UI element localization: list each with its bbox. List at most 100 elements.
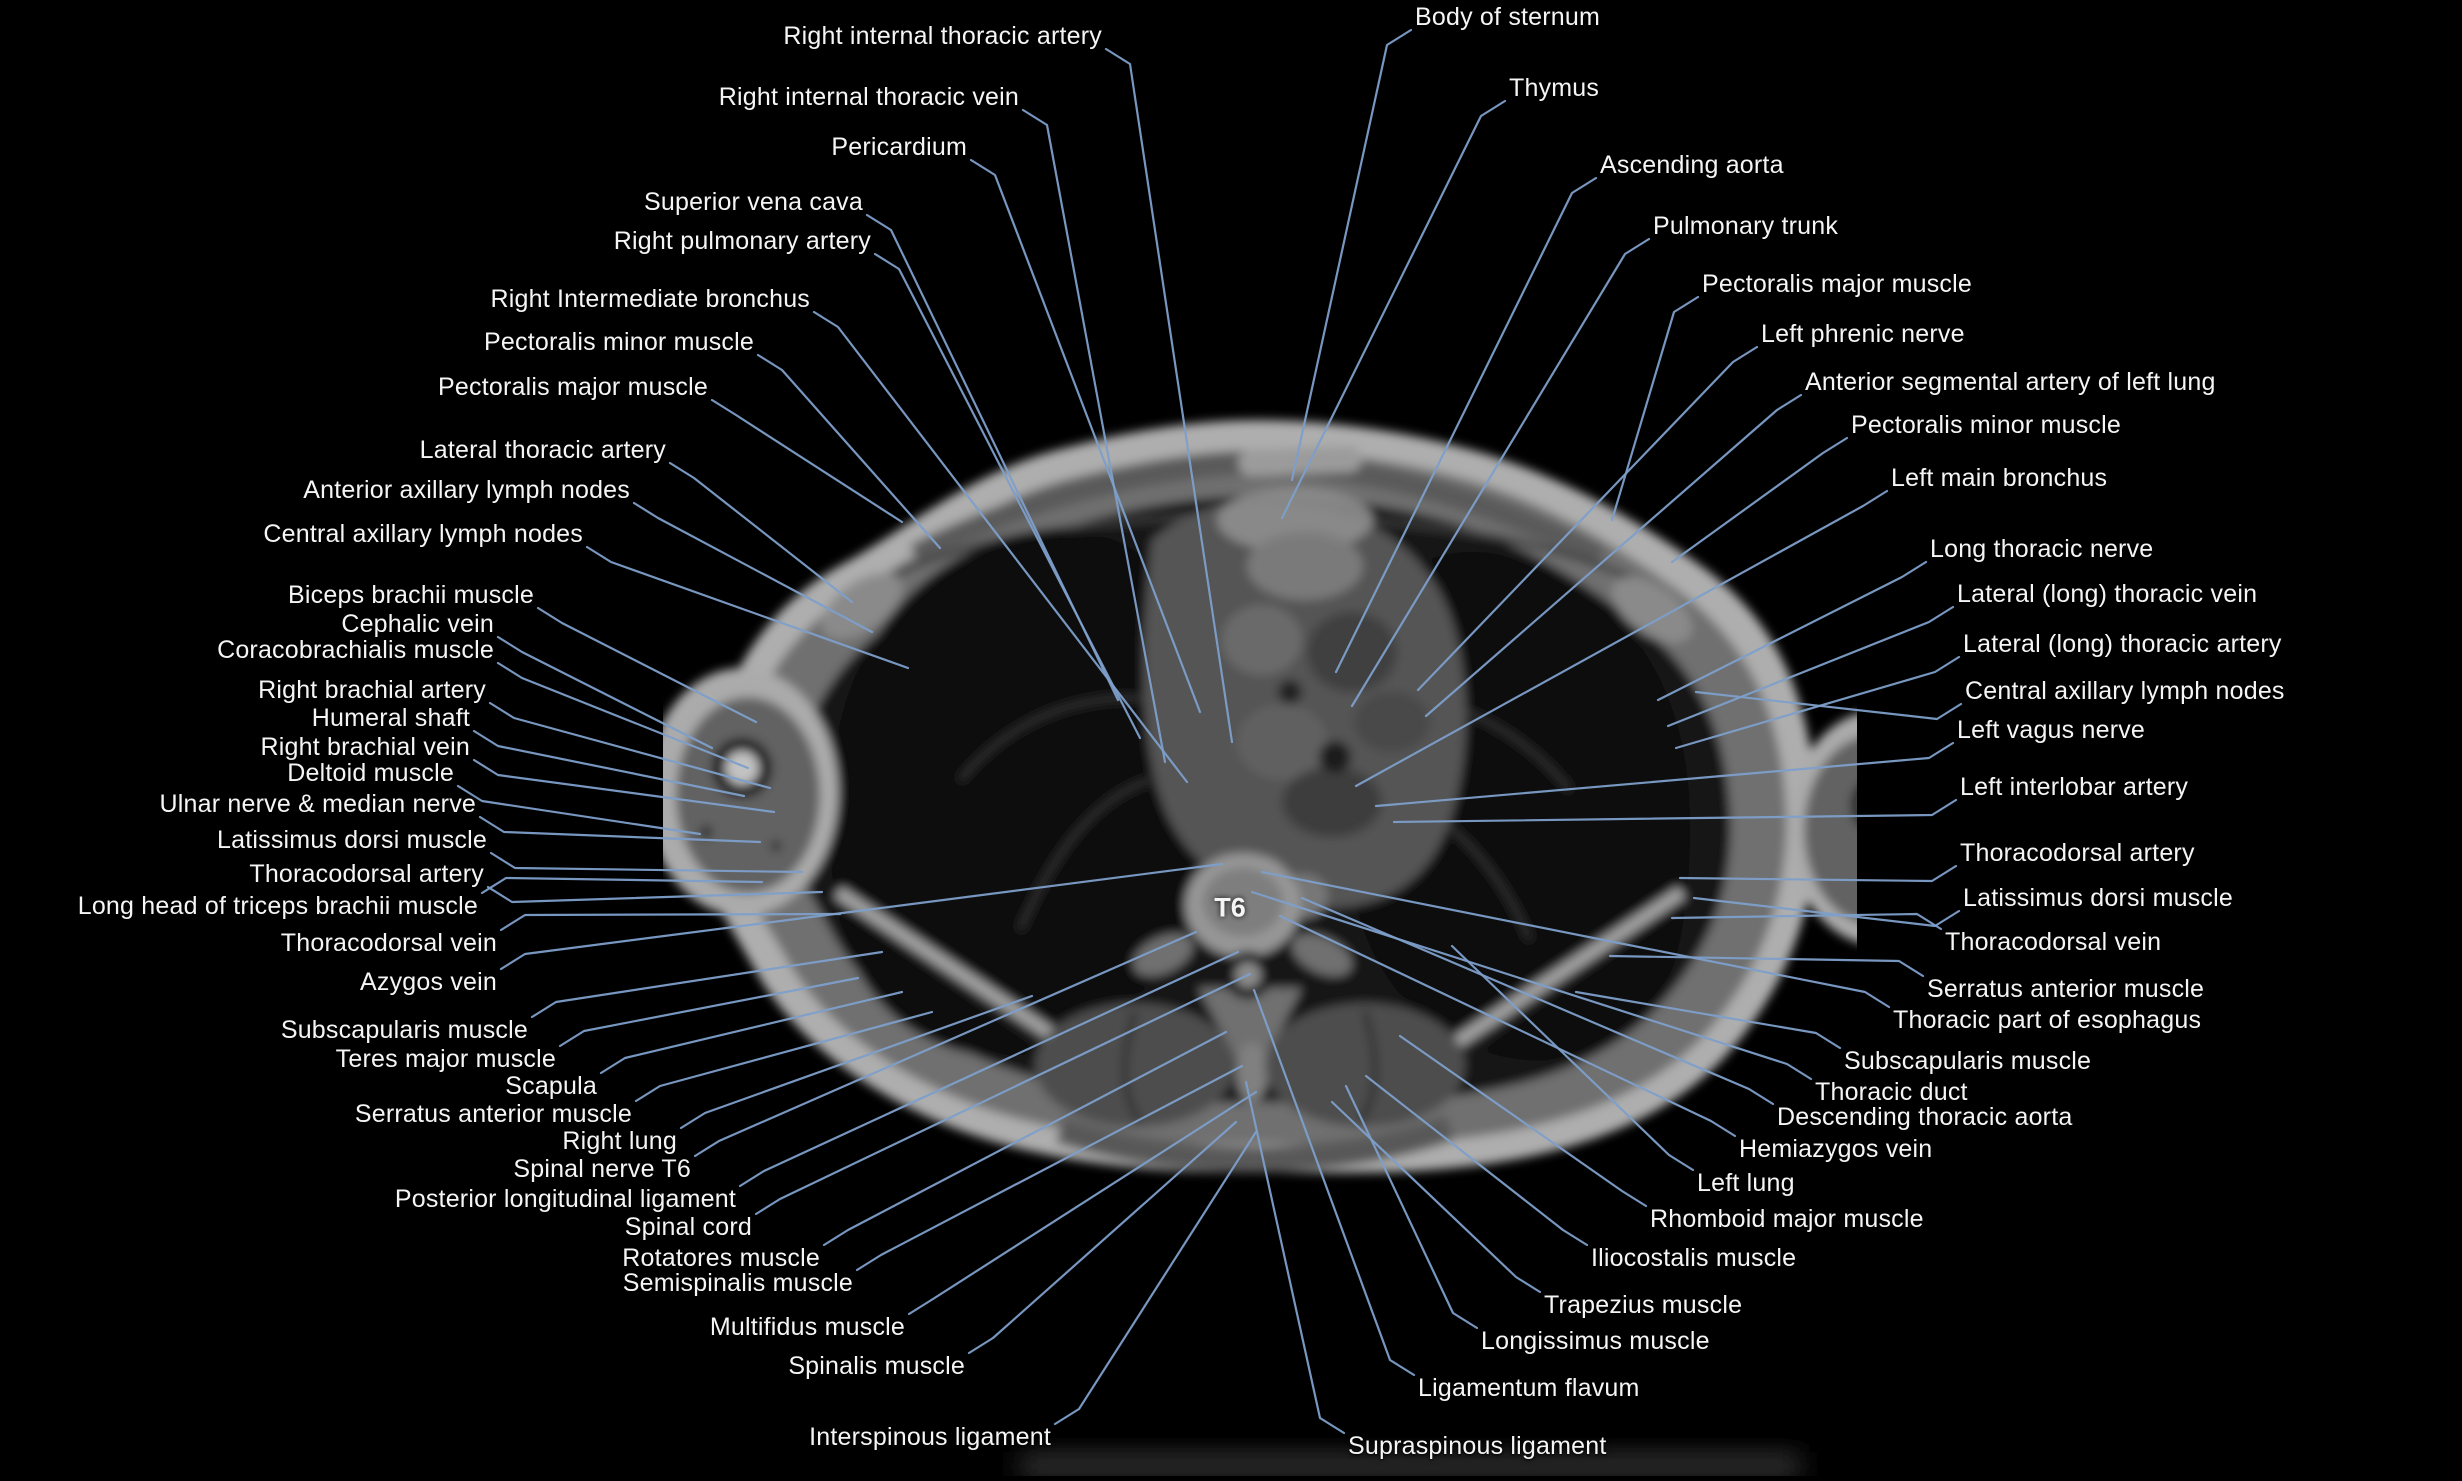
leader-line <box>907 1090 1258 1316</box>
anatomy-label: Thoracic part of esophagus <box>1893 1006 2202 1034</box>
leader-line <box>1392 798 1958 824</box>
leader-line <box>1300 896 1775 1106</box>
leader-line <box>738 950 1240 1188</box>
anatomy-label: Longissimus muscle <box>1481 1327 1710 1355</box>
anatomy-label: Ligamentum flavum <box>1418 1374 1640 1402</box>
leader-line <box>756 353 942 550</box>
anatomy-label: Superior vena cava <box>643 188 863 216</box>
leader-line <box>1260 870 1891 1009</box>
lung-vessel-markings <box>958 695 1572 941</box>
leader-line <box>1670 912 1943 931</box>
anatomy-label: Thoracodorsal vein <box>1945 928 2162 956</box>
leader-line <box>488 701 772 790</box>
anatomy-label: Anterior segmental artery of left lung <box>1805 368 2216 396</box>
leader-line <box>1278 914 1737 1138</box>
leader-line <box>499 862 1224 971</box>
left-arm-shape <box>1788 713 1857 943</box>
anatomy-label: Subscapularis muscle <box>280 1016 528 1044</box>
anatomy-label: Thoracodorsal artery <box>1960 839 2195 867</box>
leader-line <box>489 851 804 874</box>
anatomy-label: Central axillary lymph nodes <box>263 520 583 548</box>
anatomy-label: Spinalis muscle <box>788 1352 965 1380</box>
leader-line <box>1416 345 1759 692</box>
anatomy-label: Iliocostalis muscle <box>1591 1244 1797 1272</box>
leader-line <box>1608 954 1925 978</box>
anatomy-label: Spinal cord <box>624 1213 752 1241</box>
leader-line <box>472 758 776 814</box>
leader-line <box>585 545 910 670</box>
anatomy-label: Supraspinous ligament <box>1348 1432 1607 1460</box>
leader-line <box>1344 1084 1479 1330</box>
leader-line <box>822 1030 1228 1247</box>
leader-line <box>496 635 714 750</box>
anatomy-label: Spinal nerve T6 <box>513 1155 691 1183</box>
leader-line <box>873 252 1142 740</box>
leader-line <box>1290 28 1413 482</box>
leader-line <box>1666 605 1955 728</box>
leader-line <box>558 976 860 1048</box>
leader-line <box>632 501 874 634</box>
right-axilla-tissue <box>821 573 903 639</box>
leader-line <box>1610 295 1700 522</box>
leader-line <box>1334 176 1598 674</box>
anatomy-label: Left phrenic nerve <box>1761 320 1965 348</box>
anatomy-label: Biceps brachii muscle <box>288 581 534 609</box>
anatomy-label: Left vagus nerve <box>1957 716 2146 744</box>
anatomy-label: Pectoralis minor muscle <box>484 328 754 356</box>
leader-line <box>1694 690 1963 721</box>
leader-line <box>1244 1080 1346 1435</box>
leader-line <box>1574 990 1842 1050</box>
anatomy-label: Coracobrachialis muscle <box>217 636 494 664</box>
vertebra-level-label: T6 <box>1214 892 1246 923</box>
anatomy-label: Left lung <box>1697 1169 1795 1197</box>
leader-line <box>969 158 1202 714</box>
leader-line <box>1674 655 1961 750</box>
right-lung-shape <box>829 529 1203 1057</box>
anatomy-label: Left main bronchus <box>1891 464 2108 492</box>
anatomy-label: Scapula <box>505 1072 597 1100</box>
anatomy-label: Rhomboid major muscle <box>1650 1205 1924 1233</box>
leader-line <box>599 990 904 1075</box>
anatomy-label: Descending thoracic aorta <box>1777 1103 2073 1131</box>
anatomy-label: Right pulmonary artery <box>613 227 871 255</box>
anatomy-label: Latissimus dorsi muscle <box>217 826 487 854</box>
anatomy-label: Long head of triceps brachii muscle <box>77 892 478 920</box>
leader-line <box>1104 47 1234 744</box>
anatomy-label: Right brachial artery <box>258 676 486 704</box>
anatomy-label: Lateral (long) thoracic artery <box>1963 630 2282 658</box>
anatomy-label: Pectoralis major muscle <box>1702 270 1972 298</box>
anatomy-label: Serratus anterior muscle <box>354 1100 632 1128</box>
leader-line <box>1350 237 1651 708</box>
leader-line <box>693 930 1198 1158</box>
leader-line <box>536 606 758 724</box>
leader-line <box>710 398 904 524</box>
anatomy-label: Right lung <box>562 1127 677 1155</box>
anatomy-label: Deltoid muscle <box>287 759 454 787</box>
leader-line <box>496 661 750 770</box>
leader-line <box>855 1064 1244 1272</box>
anatomy-label: Right brachial vein <box>260 733 470 761</box>
leader-line <box>1398 1034 1648 1208</box>
leader-line <box>499 912 842 932</box>
anatomy-label: Teres major muscle <box>335 1045 556 1073</box>
anatomy-label: Pectoralis major muscle <box>438 373 708 401</box>
leader-line <box>480 876 764 895</box>
anatomy-label: Serratus anterior muscle <box>1927 975 2205 1003</box>
sternum-shape <box>1238 446 1362 476</box>
anatomy-label: Right Intermediate bronchus <box>490 285 810 313</box>
leader-line <box>1250 890 1813 1081</box>
anatomy-label: Thoracodorsal vein <box>280 929 497 957</box>
leader-line <box>865 213 1120 702</box>
anatomy-label: Pulmonary trunk <box>1653 212 1839 240</box>
anatomy-label: Central axillary lymph nodes <box>1965 677 2285 705</box>
anatomy-label: Latissimus dorsi muscle <box>1963 884 2233 912</box>
leader-line <box>1280 99 1507 520</box>
leader-line <box>1374 741 1955 808</box>
anatomy-label: Left interlobar artery <box>1960 773 2189 801</box>
leader-line <box>1670 436 1849 564</box>
right-arm-shape <box>663 668 838 916</box>
anatomy-label: Humeral shaft <box>311 704 470 732</box>
